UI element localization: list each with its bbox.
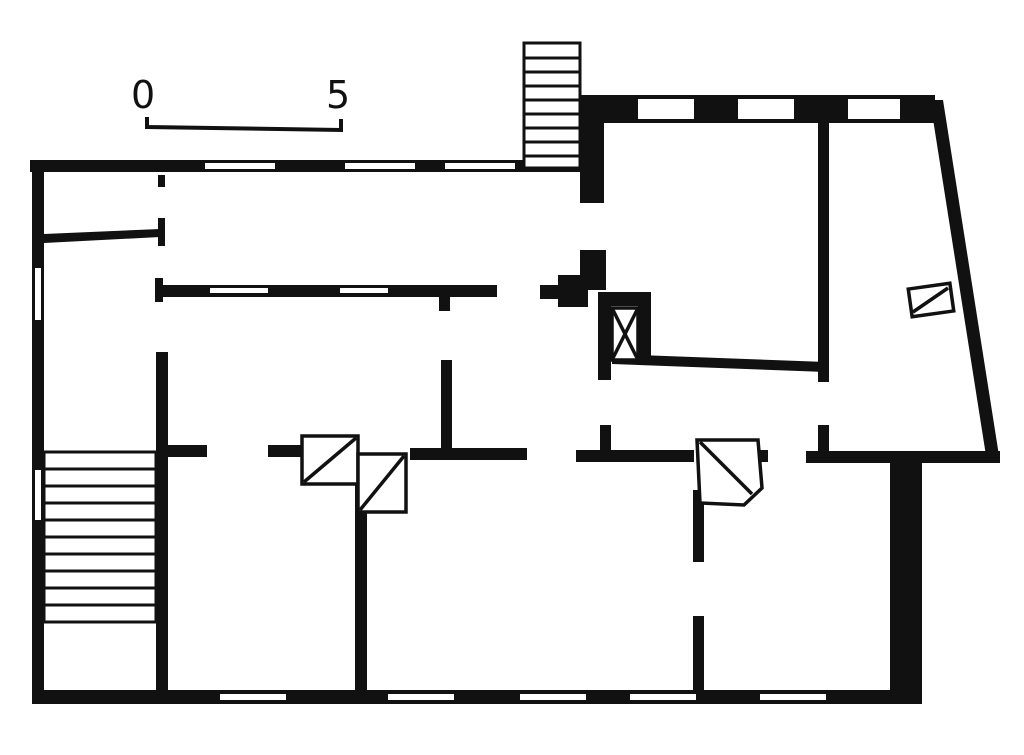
stoves: [300, 281, 956, 514]
scale-bar-line: [145, 117, 343, 133]
window-north-5: [738, 99, 794, 119]
staircase-north: [522, 41, 582, 170]
window-north-6: [848, 99, 900, 119]
scale-label-end: 5: [326, 73, 350, 117]
stair-north-outline: [522, 41, 582, 170]
flue-cross-2: [610, 307, 640, 361]
wall-east-horizontal: [576, 450, 694, 462]
wall-room-divider-2b: [693, 616, 704, 692]
west-wall: [32, 160, 44, 704]
window-west-2: [35, 470, 41, 520]
corridor-post: [439, 292, 450, 311]
east-slanted-wall: [930, 100, 1000, 462]
window-north-1: [205, 163, 275, 169]
stove-3-diagonal: [698, 440, 754, 496]
window-south-1: [220, 694, 286, 700]
window-west-1: [35, 268, 41, 320]
stove-3-stub: [758, 450, 768, 462]
wall-room-divider-2a: [693, 490, 704, 562]
stove-1-diagonal: [302, 436, 358, 484]
window-north-3: [445, 163, 515, 169]
wall-nw-short: [44, 229, 160, 243]
jamb-a: [158, 175, 165, 187]
window-north-4: [638, 99, 694, 119]
scale-bar: 0 5: [131, 73, 350, 133]
stove-4-diagonal: [912, 286, 949, 314]
jamb-b: [158, 218, 165, 246]
wall-east-room: [818, 120, 829, 382]
jamb-east-a: [600, 425, 611, 455]
window-north-2: [345, 163, 415, 169]
staircase-west: [42, 450, 158, 624]
wall-east-room-bottom: [612, 354, 826, 372]
north-step-wall: [580, 95, 604, 203]
wall-stub-west: [162, 445, 207, 457]
flue-box: [610, 306, 640, 362]
wall-center-vertical: [441, 360, 452, 455]
corridor-opening-2: [340, 288, 388, 293]
jamb-east-b: [818, 425, 829, 455]
window-south-4: [630, 694, 696, 700]
wall-stub-mid: [268, 445, 308, 457]
south-wall: [32, 690, 922, 704]
outer-walls: [30, 95, 1000, 704]
flue-right: [638, 292, 651, 362]
chimney-stack: [580, 250, 606, 290]
wall-room-divider-1: [355, 480, 367, 692]
south-east-wall: [890, 456, 922, 704]
wall-west-rooms: [156, 352, 168, 692]
windows: [35, 99, 900, 700]
corridor-wall-end: [155, 278, 163, 302]
wall-center-horizontal: [410, 448, 527, 460]
scale-label-start: 0: [131, 73, 155, 117]
window-south-3: [520, 694, 586, 700]
flue-left: [598, 292, 611, 380]
corridor-opening-1: [210, 288, 268, 293]
window-south-2: [388, 694, 454, 700]
interior-walls: [44, 120, 829, 692]
stove-2-diagonal: [358, 454, 406, 512]
window-south-5: [760, 694, 826, 700]
